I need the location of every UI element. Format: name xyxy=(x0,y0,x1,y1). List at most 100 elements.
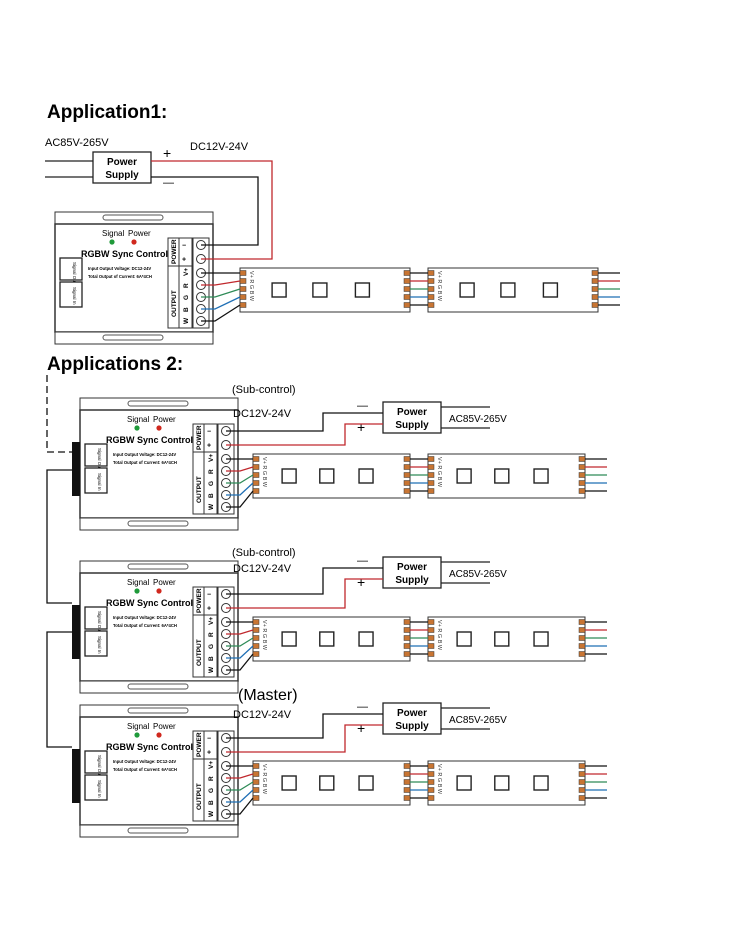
ac-input-label: AC85V-265V xyxy=(449,569,507,580)
solder-pad xyxy=(427,779,435,785)
solder-pad xyxy=(578,787,586,793)
strip-pin-labels: V+ R G B W xyxy=(436,271,442,302)
output-wire xyxy=(226,645,254,659)
solder-pad xyxy=(427,619,435,625)
sub-control-label: (Sub-control) xyxy=(232,547,296,559)
power-terminal-label: + xyxy=(207,606,211,613)
led-chip-icon xyxy=(494,631,510,647)
led-chip-icon xyxy=(358,775,374,791)
output-wire xyxy=(226,474,254,484)
signal-out-connector xyxy=(72,605,80,631)
dc-negative-wire xyxy=(151,176,259,246)
mounting-rail-bottom xyxy=(79,824,239,838)
negative-sign: — xyxy=(163,177,174,189)
spec-voltage: Input Output Voltage: DC12-24V xyxy=(88,266,151,271)
output-terminal-label: G xyxy=(183,295,190,300)
power-supply-label: Supply xyxy=(105,170,139,181)
strip-pin-labels: V+ R G B W xyxy=(436,457,442,488)
solder-pad xyxy=(403,795,411,801)
output-terminal-label: W xyxy=(208,666,215,673)
slot xyxy=(127,400,189,407)
output-wire xyxy=(226,789,254,803)
solder-pad xyxy=(578,464,586,470)
solder-pad xyxy=(427,643,435,649)
output-wire xyxy=(201,304,241,322)
output-wire xyxy=(226,466,254,472)
power-label: Power xyxy=(153,578,176,587)
dc-negative-wire xyxy=(226,412,383,432)
power-label: Power xyxy=(128,229,151,238)
solder-pad xyxy=(252,480,260,486)
led-chip-icon xyxy=(500,282,516,298)
slot xyxy=(102,214,164,221)
master-label: (Master) xyxy=(238,687,298,704)
signal-in-label: Signal In xyxy=(97,780,102,798)
solder-pad xyxy=(252,627,260,633)
strip-pin-labels: V+ R G B W xyxy=(261,764,267,795)
solder-pad xyxy=(403,456,411,462)
output-terminal-label: G xyxy=(208,644,215,649)
solder-pad xyxy=(403,619,411,625)
solder-pad xyxy=(403,480,411,486)
solder-pad xyxy=(403,635,411,641)
solder-pad xyxy=(578,795,586,801)
power-supply-box xyxy=(92,151,152,184)
led-strip: V+ R G B W xyxy=(239,267,411,313)
solder-pad xyxy=(252,464,260,470)
output-wire xyxy=(201,296,241,310)
controller-name: RGBW Sync Controller xyxy=(106,742,205,752)
power-supply-box xyxy=(382,702,442,735)
positive-sign: + xyxy=(357,574,365,590)
power-group-label: POWER xyxy=(196,588,203,613)
dc-output-label: DC12V-24V xyxy=(233,563,292,575)
led-strip: V+ R G B W xyxy=(252,453,411,499)
led-chip-icon xyxy=(312,282,328,298)
solder-pad xyxy=(403,294,411,300)
slot xyxy=(127,683,189,690)
power-group xyxy=(192,730,218,760)
signal-out-label: Signal Out xyxy=(97,755,102,777)
solder-pad xyxy=(578,627,586,633)
dc-positive-wire xyxy=(151,160,273,260)
output-terminal-label: R xyxy=(208,469,215,474)
output-group xyxy=(192,758,218,822)
signal-in-label: Signal In xyxy=(97,473,102,491)
solder-pad xyxy=(427,635,435,641)
signal-led-icon xyxy=(134,588,140,594)
led-chip-icon xyxy=(281,468,297,484)
positive-sign: + xyxy=(357,720,365,736)
solder-pad xyxy=(252,651,260,657)
dc-negative-wire xyxy=(226,713,383,739)
output-wire xyxy=(226,773,254,779)
dc-output-label: DC12V-24V xyxy=(233,709,292,721)
output-wire xyxy=(201,288,241,298)
output-terminal-label: B xyxy=(208,800,215,805)
solder-pad xyxy=(252,771,260,777)
led-chip-icon xyxy=(456,468,472,484)
power-supply-label: Power xyxy=(397,407,427,418)
output-wire xyxy=(226,482,254,496)
signal-cable xyxy=(46,631,72,748)
solder-pad xyxy=(591,302,599,308)
led-chip-icon xyxy=(271,282,287,298)
negative-sign: — xyxy=(357,555,368,567)
led-chip-icon xyxy=(533,468,549,484)
dc-output-label: DC12V-24V xyxy=(233,408,292,420)
power-terminal-label: + xyxy=(207,750,211,757)
negative-sign: — xyxy=(357,400,368,412)
solder-pad xyxy=(578,488,586,494)
dc-negative-wire xyxy=(226,567,383,595)
dc-positive-wire xyxy=(226,423,383,446)
solder-pad xyxy=(252,795,260,801)
solder-pad xyxy=(252,787,260,793)
ac-input-label: AC85V-265V xyxy=(45,137,109,149)
solder-pad xyxy=(427,278,435,284)
signal-out-label: Signal Out xyxy=(97,611,102,633)
solder-pad xyxy=(252,779,260,785)
power-led-icon xyxy=(156,425,162,431)
led-strip: V+ R G B W xyxy=(427,453,586,499)
strip-pin-labels: V+ R G B W xyxy=(248,271,254,302)
